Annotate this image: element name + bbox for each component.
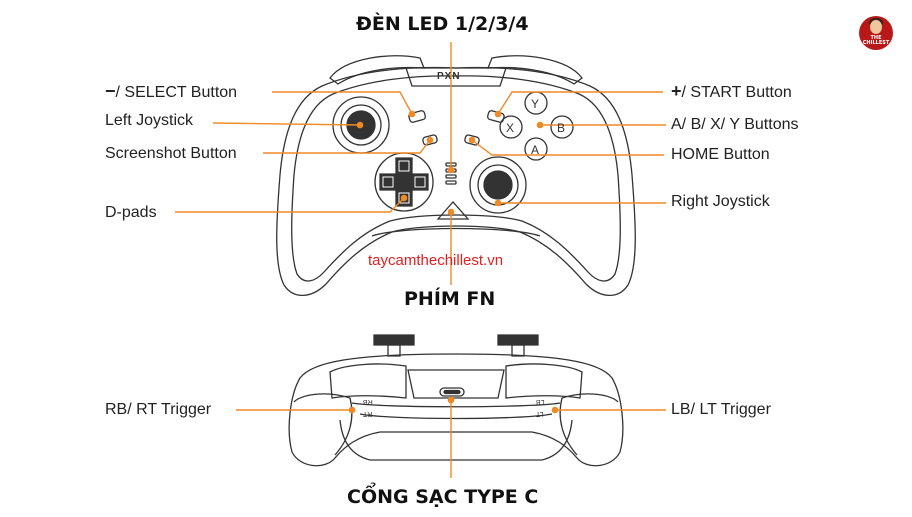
label-abxy: A/ B/ X/ Y Buttons [671, 116, 799, 133]
trigger-mark-lb: LB [536, 398, 545, 405]
trigger-mark-rb: RB [363, 398, 373, 405]
watermark: taycamthechillest.vn [368, 252, 504, 269]
face-button-x-label: X [506, 121, 515, 135]
label-screenshot: Screenshot Button [105, 145, 237, 162]
label-select: −/ SELECT Button [105, 82, 237, 101]
label-start-text: / START Button [681, 84, 792, 101]
controller-front-view [276, 55, 636, 297]
a-button [524, 137, 548, 161]
label-rb-rt: RB/ RT Trigger [105, 401, 212, 418]
label-start: +/ START Button [671, 82, 792, 101]
label-dpads: D-pads [105, 204, 157, 221]
label-select-text: / SELECT Button [115, 84, 238, 101]
heading-type-c: CỔNG SẠC TYPE C [347, 486, 539, 508]
label-lb-lt: LB/ LT Trigger [671, 401, 771, 418]
trigger-mark-rt: RT [363, 410, 373, 417]
face-button-y-label: Y [531, 97, 540, 111]
x-button [499, 115, 523, 139]
device-logo: PXN [437, 71, 461, 82]
b-button [550, 115, 574, 139]
plus-symbol: + [671, 81, 682, 101]
label-left-joystick: Left Joystick [105, 112, 194, 129]
controller-back-view [288, 334, 624, 467]
callout-lines [175, 42, 666, 478]
heading-fn: PHÍM FN [404, 288, 496, 310]
label-right-joystick: Right Joystick [671, 193, 770, 210]
brand-logo: THE CHILLEST [859, 16, 893, 50]
label-home: HOME Button [671, 146, 770, 163]
face-button-b-label: B [557, 121, 566, 135]
trigger-mark-lt: LT [536, 410, 544, 417]
logo-face [870, 20, 882, 34]
face-button-a-label: A [531, 143, 540, 157]
heading-led: ĐÈN LED 1/2/3/4 [356, 13, 529, 35]
logo-text: THE CHILLEST [862, 35, 890, 46]
minus-symbol: − [105, 81, 116, 101]
